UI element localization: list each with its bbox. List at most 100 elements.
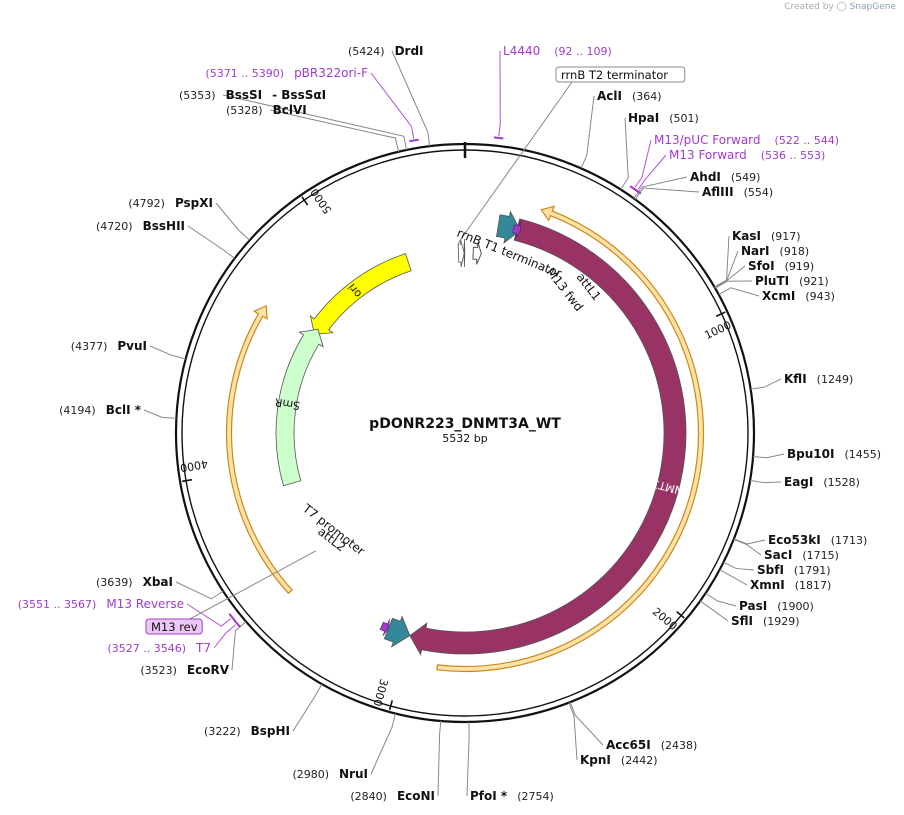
- boxed-label-rrnb-t2-terminator: rrnB T2 terminator: [555, 66, 686, 83]
- site-name: NarI: [741, 244, 770, 258]
- site-nari: NarI (918): [741, 244, 809, 258]
- site-position: (1455): [844, 448, 881, 461]
- site-leader-line: [391, 50, 431, 147]
- site-labels: (5424)DrdI(5353)BssSI- BssSαI(5328)BclVI…: [18, 44, 881, 803]
- boxed-label-text: rrnB T2 terminator: [561, 68, 668, 82]
- ruler-tick: [715, 311, 726, 317]
- m13-fwd-inner-mark: [512, 221, 521, 239]
- site-name: BclI *: [106, 403, 142, 417]
- primer-range: (3527 .. 3546): [107, 642, 186, 655]
- primer-leader-line: [637, 154, 667, 190]
- site-position: (917): [771, 230, 801, 243]
- site-name: BclVI: [273, 103, 307, 117]
- primer-range: (3551 .. 3567): [18, 598, 97, 611]
- site-position: (1715): [802, 549, 839, 562]
- site-name: Eco53kI: [768, 533, 821, 547]
- boxed-label-text: M13 rev: [151, 620, 198, 634]
- feature-arrow-smr: [275, 328, 324, 487]
- site-leader-line: [750, 378, 782, 390]
- site-name: XbaI: [143, 575, 173, 589]
- site-name: SflI: [731, 614, 753, 628]
- feature-label-smr: SmR: [273, 395, 300, 412]
- site-name: EagI: [784, 475, 813, 489]
- credit-prefix: Created by: [784, 2, 834, 12]
- site-pfoi-: PfoI *(2754): [470, 789, 554, 803]
- site-hpai: HpaI (501): [628, 111, 699, 125]
- site-position: (1249): [817, 373, 854, 386]
- site-pspxi: (4792)PspXI: [128, 196, 213, 210]
- feature-arrow-attl1: [496, 210, 521, 244]
- site-leader-line: [437, 720, 442, 797]
- site-leader-line: [718, 287, 760, 297]
- site-isoschizomer: - BssSαI: [272, 88, 326, 102]
- site-position: (5353): [179, 89, 216, 102]
- site-leader-line: [633, 176, 688, 199]
- feature-arrow-rrnb-t2-terminator: [463, 238, 466, 268]
- primer-binding-mark: [233, 619, 241, 628]
- feature-arrow-ori: [309, 253, 412, 335]
- site-name: HpaI: [628, 111, 659, 125]
- site-name: BspHI: [251, 724, 290, 738]
- site-eagi: EagI(1528): [784, 475, 860, 489]
- site-name: SfoI: [748, 259, 775, 273]
- feature-arrow-rrnb-t1-terminator: [457, 238, 465, 268]
- ruler-tick-label: 2000: [650, 605, 680, 633]
- site-position: (2840): [350, 790, 387, 803]
- site-position: (2980): [292, 768, 329, 781]
- site-leader-line: [370, 713, 396, 775]
- site-name: PluTI: [755, 274, 789, 288]
- created-by-credit: Created by ◯ SnapGene: [784, 2, 896, 12]
- feature-label-m13-fwd: M13 fwd: [544, 265, 586, 314]
- site-position: (3222): [204, 725, 241, 738]
- site-name: XmnI: [750, 578, 785, 592]
- site-sfoi: SfoI (919): [748, 259, 814, 273]
- snapgene-logo-icon: ◯: [836, 2, 847, 12]
- plasmid-length: 5532 bp: [442, 432, 487, 445]
- site-position: (501): [669, 112, 699, 125]
- site-position: (4720): [96, 220, 133, 233]
- site-sfli: SflI(1929): [731, 614, 800, 628]
- primer-t7: (3527 .. 3546)T7: [107, 641, 211, 655]
- site-leader-line: [466, 721, 470, 797]
- site-xbai: (3639)XbaI: [96, 575, 173, 589]
- site-afliii: AflIII(554): [702, 185, 773, 199]
- site-leader-line: [231, 621, 247, 671]
- orf-arrow: [436, 205, 705, 673]
- site-acc65i: Acc65I(2438): [606, 738, 697, 752]
- site-position: (918): [780, 245, 810, 258]
- site-drdi: (5424)DrdI: [348, 44, 424, 58]
- site-leader-line: [175, 581, 224, 600]
- boxed-label-m13-rev: M13 rev: [145, 618, 203, 635]
- primer-range: (522 .. 544): [775, 134, 840, 147]
- site-position: (4194): [59, 404, 96, 417]
- site-position: (1713): [831, 534, 868, 547]
- primer-binding-mark: [632, 187, 642, 195]
- site-leader-line: [714, 280, 753, 289]
- site-saci: SacI (1715): [764, 548, 839, 562]
- primer-name: M13/pUC Forward: [654, 133, 761, 147]
- primer-name: M13 Reverse: [106, 597, 184, 611]
- site-position: (919): [785, 260, 815, 273]
- site-leader-line: [705, 592, 737, 607]
- site-pvui: (4377)PvuI: [71, 339, 147, 353]
- site-sbfi: SbfI(1791): [757, 563, 831, 577]
- site-pluti: PluTI(921): [755, 274, 829, 288]
- site-leader-line: [292, 683, 323, 732]
- site-position: (1791): [794, 564, 831, 577]
- site-name: BssHII: [143, 219, 185, 233]
- ruler-tick: [388, 700, 394, 711]
- site-name: SacI: [764, 548, 792, 562]
- primer-leader-line: [370, 72, 415, 139]
- site-name: EcoNI: [397, 789, 435, 803]
- site-position: (2442): [621, 754, 658, 767]
- site-leader-line: [269, 109, 400, 152]
- ruler-tick-label: 1000: [702, 319, 733, 343]
- t7-inner-mark: [379, 619, 390, 637]
- site-leader-line: [733, 538, 766, 545]
- backbone-ring: [174, 142, 756, 724]
- site-name: PasI: [739, 599, 767, 613]
- boxed-label-leader: [457, 81, 573, 244]
- primer-name: pBR322ori-F: [294, 66, 368, 80]
